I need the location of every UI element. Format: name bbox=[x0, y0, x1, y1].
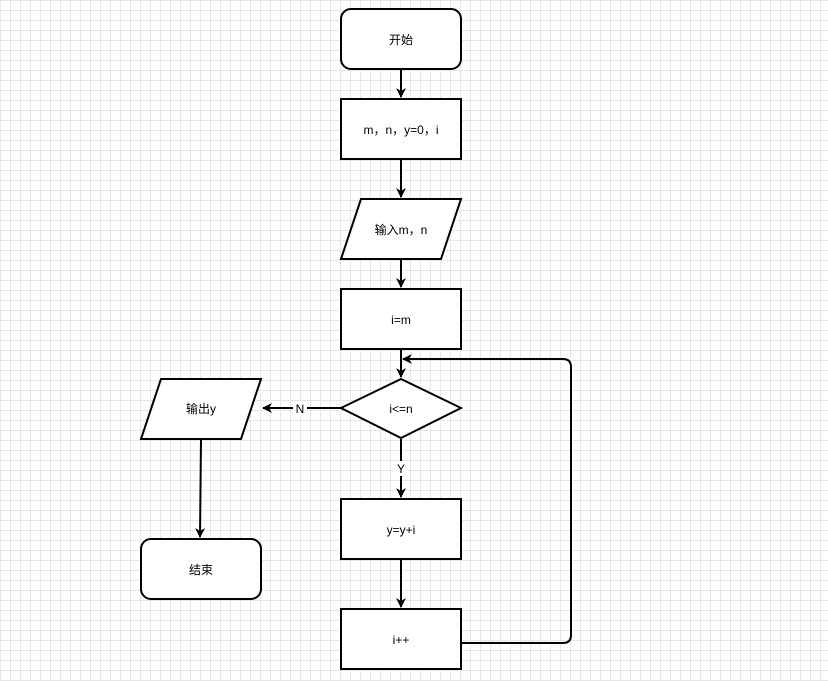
node-init-label: m，n，y=0，i bbox=[363, 123, 438, 137]
node-input[interactable] bbox=[339, 198, 463, 260]
node-start[interactable] bbox=[340, 8, 462, 70]
node-init[interactable] bbox=[340, 98, 462, 160]
node-end[interactable] bbox=[140, 538, 262, 600]
edge-output-to-end bbox=[195, 438, 206, 538]
node-assign-label: i=m bbox=[391, 313, 411, 327]
yes-label-bg bbox=[394, 461, 408, 476]
node-increment[interactable] bbox=[340, 608, 462, 670]
node-sum-label: y=y+i bbox=[387, 523, 416, 537]
edge-increment-loop-back bbox=[402, 354, 572, 644]
edge-label-no: N bbox=[296, 402, 305, 416]
node-input-label: 输入m，n bbox=[375, 222, 428, 237]
node-increment-label: i++ bbox=[393, 633, 410, 647]
no-label-bg bbox=[293, 401, 307, 416]
node-output-label: 输出y bbox=[186, 401, 216, 416]
node-end-label: 结束 bbox=[189, 563, 213, 577]
node-condition-label: i<=n bbox=[389, 402, 412, 416]
node-assign[interactable] bbox=[340, 288, 462, 350]
node-condition[interactable] bbox=[338, 377, 464, 440]
edge-label-yes: Y bbox=[397, 462, 405, 476]
node-sum[interactable] bbox=[340, 498, 462, 560]
node-output[interactable] bbox=[139, 378, 263, 440]
node-start-label: 开始 bbox=[389, 33, 413, 47]
